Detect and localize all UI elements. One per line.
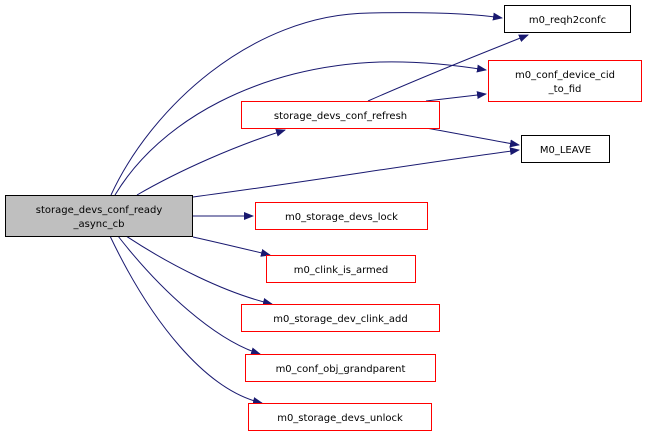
edge-root-to-clink_add [125,235,273,306]
node-grandparent[interactable]: m0_conf_obj_grandparent [245,354,436,382]
node-box [245,354,436,382]
node-armed[interactable]: m0_clink_is_armed [266,255,416,283]
node-box [241,304,440,332]
edge-root-to-unlock [109,235,263,405]
node-label: storage_devs_conf_refresh [274,111,407,122]
node-box [488,60,642,102]
node-box [521,135,610,163]
edge-root-to-grandparent [117,235,261,356]
node-box [255,202,428,230]
nodes-layer: storage_devs_conf_ready _async_cb m0_reqh2… [5,5,642,431]
edge-refresh-to-leave [425,127,520,148]
node-unlock[interactable]: m0_storage_devs_unlock [248,403,432,431]
node-box [241,101,440,129]
node-box [5,195,193,237]
node-box [504,5,631,33]
edge-root-to-reqh2confc [110,12,503,196]
node-label: m0_conf_obj_grandparent [276,364,406,375]
node-label: m0_storage_dev_clink_add [273,314,408,325]
node-label: m0_conf_device_cid [515,70,615,81]
edge-root-to-device_cid [114,61,487,196]
edge-refresh-to-device_cid [425,91,487,102]
node-label: M0_LEAVE [540,145,591,156]
edges-layer [109,12,529,405]
node-device_cid[interactable]: m0_conf_device_cid _to_fid [488,60,642,102]
node-box [248,403,432,431]
edge-root-to-refresh [136,128,286,196]
node-label: m0_storage_devs_unlock [277,413,403,424]
node-box [266,255,416,283]
node-label: m0_reqh2confc [529,15,606,26]
node-root: storage_devs_conf_ready _async_cb [5,195,193,237]
node-lock[interactable]: m0_storage_devs_lock [255,202,428,230]
node-reqh2confc[interactable]: m0_reqh2confc [504,5,631,33]
edge-root-to-armed [192,236,271,257]
node-clink_add[interactable]: m0_storage_dev_clink_add [241,304,440,332]
node-label: storage_devs_conf_ready [36,205,163,216]
node-label: m0_storage_devs_lock [285,212,398,223]
edge-root-to-leave [192,147,520,198]
node-label: m0_clink_is_armed [294,265,389,276]
edge-refresh-to-reqh2confc [367,34,529,102]
node-label: _async_cb [73,219,125,230]
node-leave[interactable]: M0_LEAVE [521,135,610,163]
node-label: _to_fid [548,84,582,95]
node-refresh[interactable]: storage_devs_conf_refresh [241,101,440,129]
